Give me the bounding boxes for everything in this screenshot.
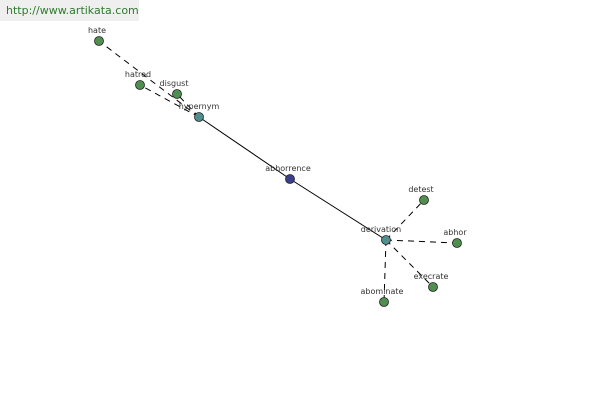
node-label-execrate[interactable]: execrate [414, 272, 449, 281]
node-hate[interactable] [94, 36, 104, 46]
edge-derivation-execrate [385, 239, 434, 288]
node-abhorrence[interactable] [285, 174, 295, 184]
edge-derivation-abhor [385, 239, 458, 244]
node-hatred[interactable] [135, 80, 145, 90]
edge-derivation-detest [385, 199, 425, 241]
node-label-abhor[interactable]: abhor [443, 228, 467, 237]
site-url-banner[interactable]: http://www.artikata.com [0, 0, 139, 21]
node-label-derivation[interactable]: derivation [361, 225, 401, 234]
edge-hypernym-disgust [176, 93, 200, 118]
node-label-disgust[interactable]: disgust [160, 79, 189, 88]
edge-hypernym-hatred [139, 84, 200, 118]
node-label-hypernym[interactable]: hypernym [179, 102, 220, 111]
edge-hypernym-hate [98, 40, 200, 118]
node-abominate[interactable] [379, 297, 389, 307]
node-detest[interactable] [419, 195, 429, 205]
node-derivation[interactable] [381, 235, 391, 245]
edges-layer [98, 40, 458, 303]
edge-abhorrence-derivation [289, 178, 387, 241]
node-label-detest[interactable]: detest [408, 185, 433, 194]
nodes-layer [94, 36, 462, 307]
node-label-abhorrence[interactable]: abhorrence [265, 164, 311, 173]
node-hypernym[interactable] [194, 112, 204, 122]
node-label-hate[interactable]: hate [88, 26, 106, 35]
node-execrate[interactable] [428, 282, 438, 292]
node-label-abominate[interactable]: abominate [361, 287, 404, 296]
node-disgust[interactable] [172, 89, 182, 99]
node-abhor[interactable] [452, 238, 462, 248]
node-label-hatred[interactable]: hatred [125, 70, 151, 79]
labels-layer: abhorrence hypernym derivation hate hatred di… [88, 26, 467, 296]
edge-abhorrence-hypernym [198, 116, 291, 180]
